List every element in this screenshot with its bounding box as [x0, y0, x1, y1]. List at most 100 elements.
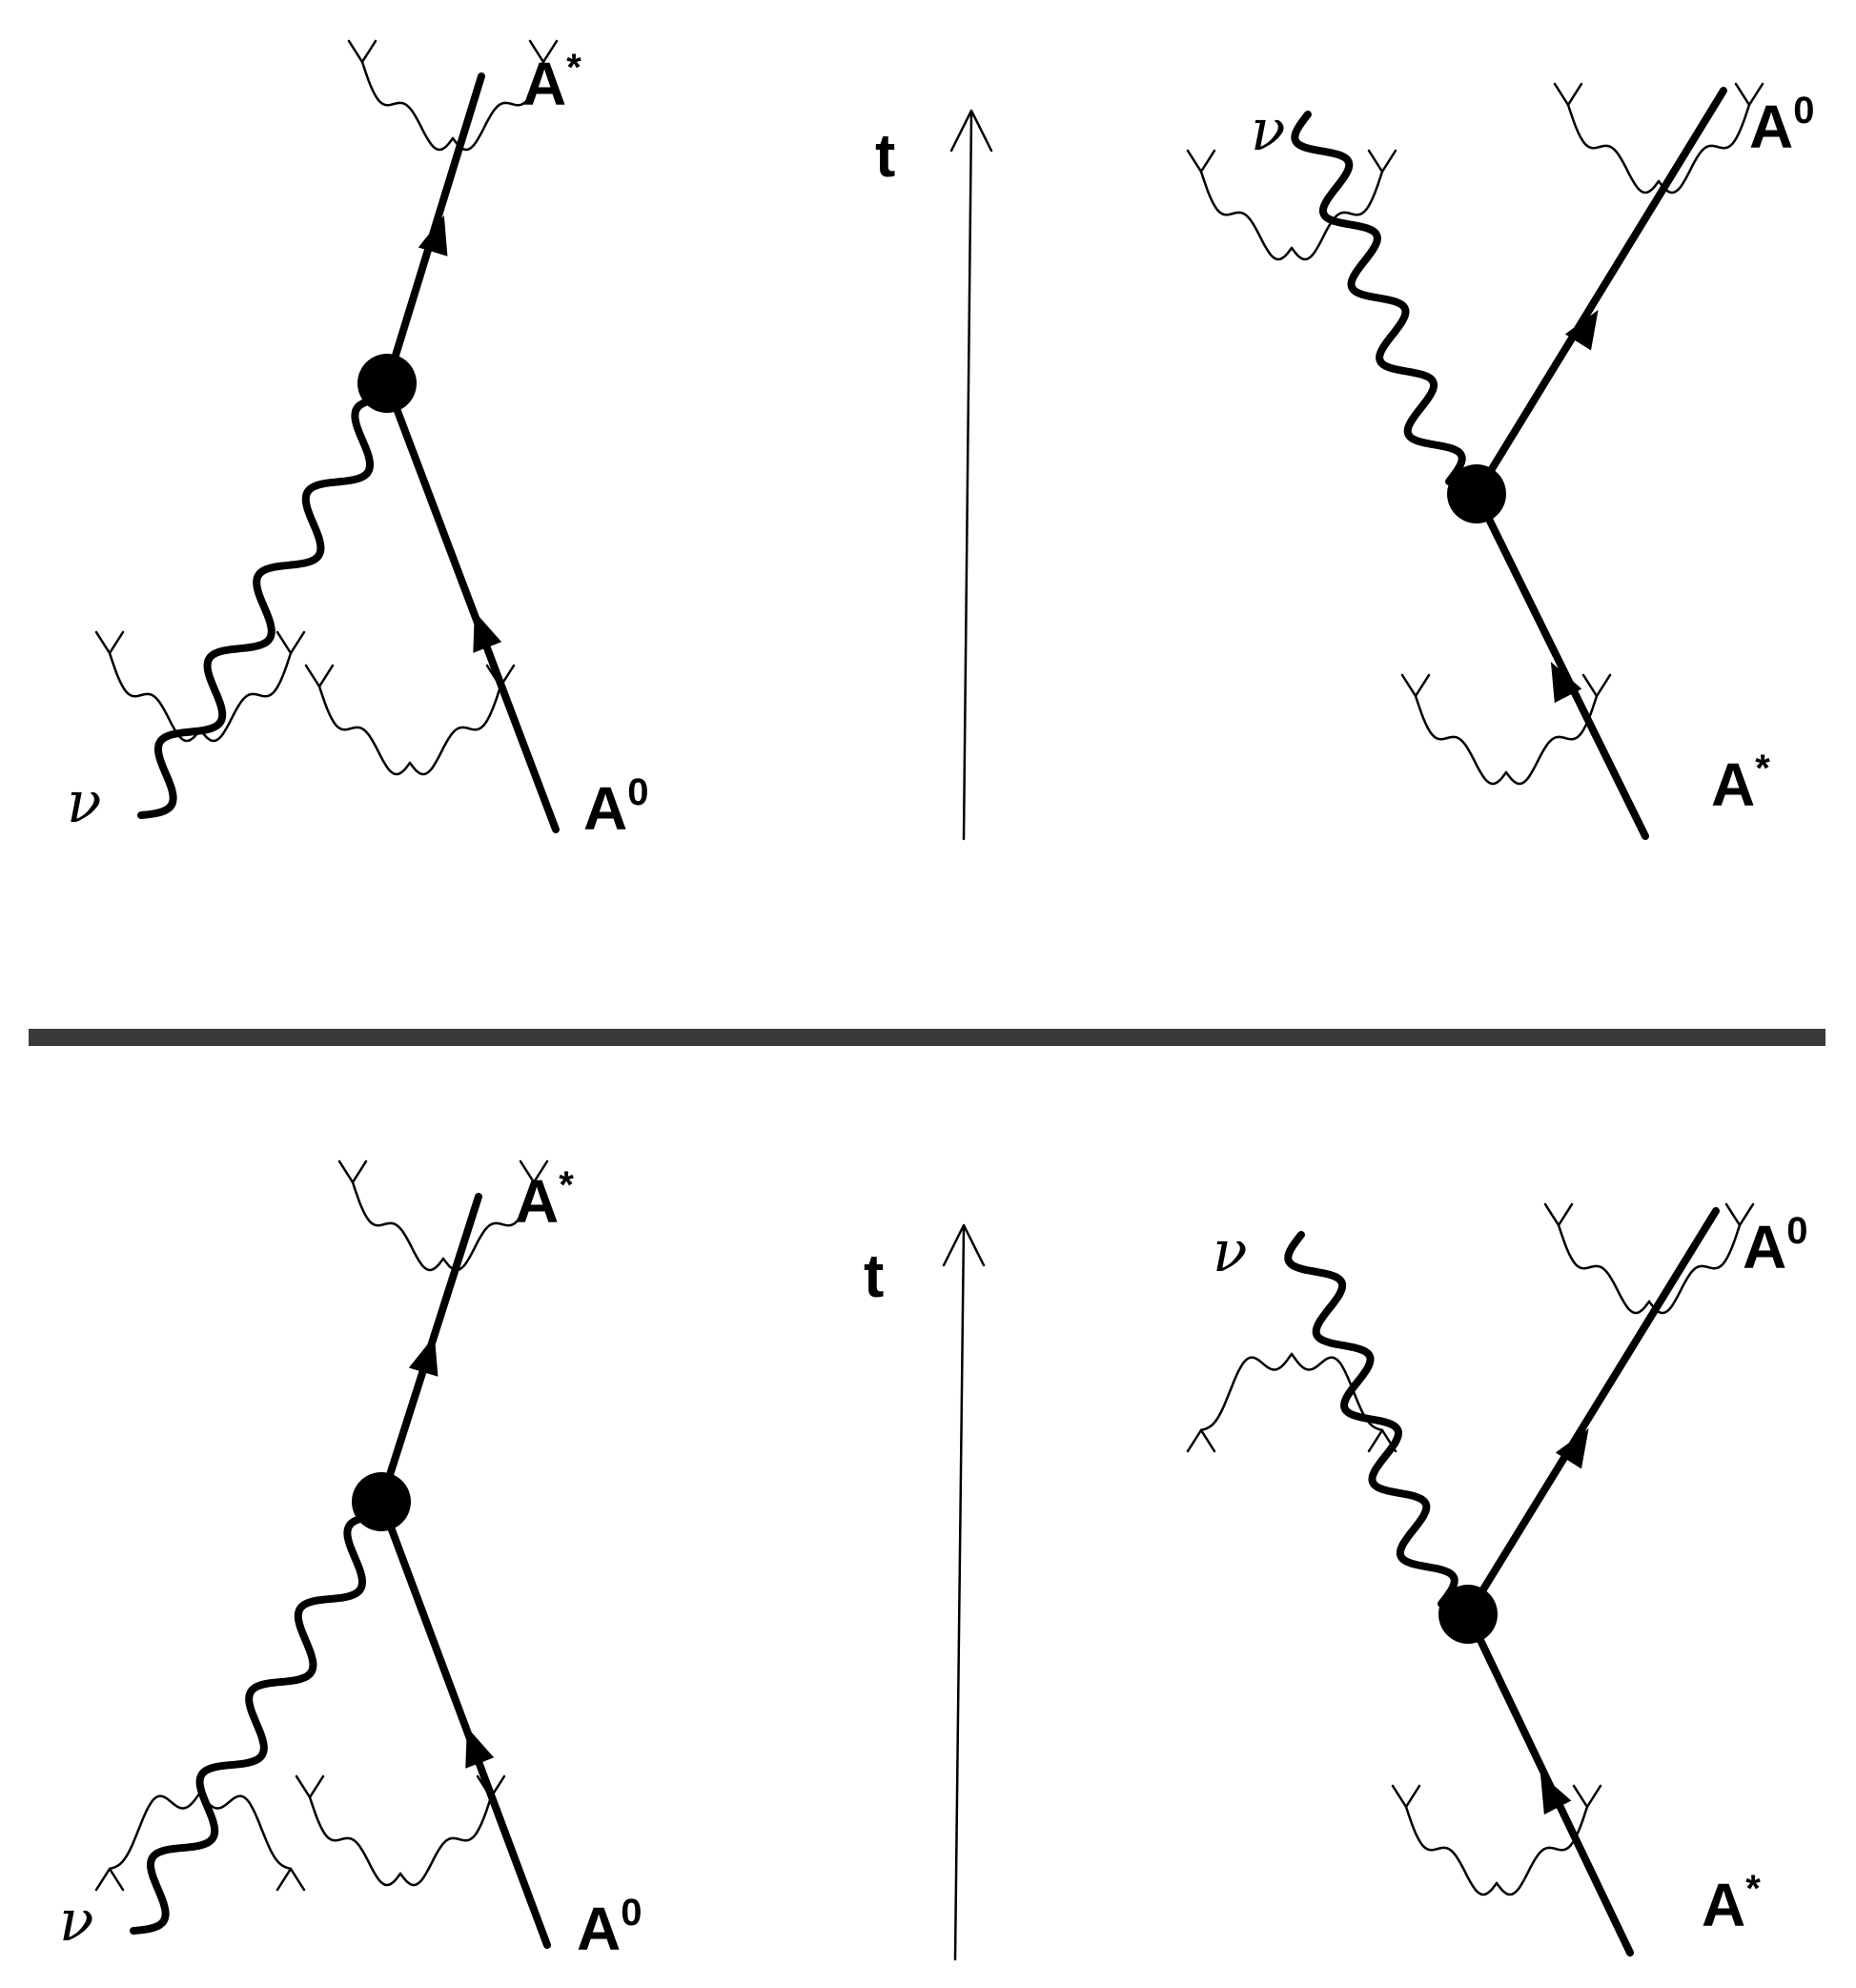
probe-wave-photon: [1186, 1352, 1397, 1453]
probe-arrowhead: [1581, 673, 1612, 698]
probe-arrowhead: [1186, 1428, 1216, 1453]
probe-arrowhead: [476, 1774, 506, 1799]
incoming-atom-line: [383, 379, 560, 833]
probe-wave-outgoing: [337, 1159, 549, 1272]
time-axis-arrowhead: [949, 109, 993, 153]
probe-wave-line: [1290, 170, 1384, 261]
probe-wave-line: [308, 1795, 402, 1887]
probe-wave-line: [1647, 1223, 1742, 1315]
probe-wave-incoming: [295, 1774, 506, 1887]
incoming-atom-label: A0: [583, 771, 648, 843]
probe-wave-line: [360, 60, 455, 152]
probe-wave-line: [1199, 170, 1294, 261]
time-axis-bottom: t: [864, 1223, 986, 1961]
probe-wave-outgoing: [1543, 1202, 1755, 1315]
probe-wave-line: [198, 1791, 293, 1871]
probe-wave-line: [1290, 1352, 1384, 1432]
probe-arrowhead: [1553, 82, 1583, 107]
arrow-marker: [473, 611, 502, 653]
arrow-marker: [408, 1335, 439, 1377]
probe-arrowhead: [1543, 1202, 1574, 1227]
time-axis-label: t: [875, 121, 895, 190]
probe-wave-line: [451, 60, 545, 152]
time-axis-line: [953, 1225, 966, 1961]
probe-wave-photon: [1186, 149, 1397, 261]
time-axis-label: t: [864, 1241, 884, 1310]
arrow-marker: [1550, 662, 1582, 704]
probe-arrowhead: [347, 39, 377, 64]
probe-wave-incoming: [304, 664, 516, 776]
time-axis-arrowhead: [942, 1223, 986, 1267]
probe-wave-line: [1557, 1223, 1651, 1315]
probe-wave-line: [1504, 694, 1599, 786]
probe-wave-photon: [94, 1791, 306, 1892]
probe-wave-line: [1495, 1805, 1589, 1896]
probe-wave-line: [351, 1180, 445, 1272]
probe-wave-line: [1404, 1805, 1499, 1896]
probe-arrowhead: [1186, 149, 1216, 174]
diagram-top-left: ν A0 A*: [67, 39, 648, 843]
probe-wave-line: [1414, 694, 1508, 786]
probe-wave-outgoing: [347, 39, 559, 152]
outgoing-atom-label: A0: [1749, 90, 1814, 161]
probe-arrowhead: [94, 630, 125, 655]
outgoing-atom-label: A*: [522, 47, 581, 118]
arrow-marker: [1564, 310, 1599, 351]
incoming-atom-label: A0: [577, 1892, 642, 1963]
probe-arrowhead: [1391, 1784, 1421, 1809]
diagram-bottom-right: ν A* A0: [1186, 1202, 1807, 1957]
probe-arrowhead: [275, 1867, 306, 1892]
incoming-atom-line: [1473, 490, 1649, 840]
incoming-atom-line: [377, 1498, 551, 1949]
photon-line: [1291, 111, 1466, 485]
photon-label: ν: [67, 769, 101, 836]
probe-arrowhead: [528, 39, 559, 64]
probe-arrowhead: [1734, 82, 1764, 107]
probe-wave-outgoing: [1553, 82, 1764, 195]
photon-line: [1284, 1231, 1458, 1608]
interaction-vertex: [1447, 464, 1506, 523]
probe-wave-incoming: [1400, 673, 1612, 786]
photon-line: [130, 1512, 383, 1935]
probe-wave-line: [408, 685, 502, 776]
outgoing-atom-line: [1464, 1207, 1720, 1618]
photon-label: ν: [1251, 97, 1285, 164]
probe-wave-line: [108, 651, 202, 743]
probe-arrowhead: [1367, 1428, 1397, 1453]
outgoing-atom-line: [1473, 87, 1727, 498]
probe-wave-line: [108, 1791, 202, 1871]
probe-arrowhead: [1400, 673, 1431, 698]
probe-arrowhead: [1367, 149, 1397, 174]
photon-line: [137, 395, 391, 819]
probe-arrowhead: [275, 630, 306, 655]
arrow-marker: [1555, 1428, 1589, 1469]
arrow-marker: [1540, 1773, 1572, 1815]
diagram-bottom-left: ν A0 A*: [59, 1159, 642, 1963]
probe-arrowhead: [94, 1867, 125, 1892]
photon-label: ν: [1213, 1219, 1247, 1285]
probe-wave-line: [317, 685, 412, 776]
probe-arrowhead: [337, 1159, 368, 1184]
probe-wave-line: [1657, 103, 1751, 195]
probe-wave-line: [1199, 1352, 1294, 1432]
probe-arrowhead: [1572, 1784, 1602, 1809]
probe-wave-line: [398, 1795, 493, 1887]
probe-arrowhead: [295, 1774, 325, 1799]
time-axis-top: t: [875, 109, 993, 841]
probe-arrowhead: [519, 1159, 549, 1184]
interaction-vertex: [1438, 1585, 1498, 1644]
incoming-atom-label: A*: [1702, 1868, 1761, 1939]
photon-label: ν: [59, 1888, 93, 1955]
outgoing-atom-label: A0: [1743, 1210, 1807, 1281]
outgoing-atom-label: A*: [515, 1164, 574, 1236]
time-axis-line: [962, 111, 973, 841]
arrow-marker: [418, 215, 448, 256]
diagram-top-right: ν A* A0: [1186, 82, 1814, 840]
incoming-atom-label: A*: [1711, 748, 1770, 819]
probe-arrowhead: [304, 664, 335, 688]
probe-wave-line: [198, 651, 293, 743]
probe-wave-line: [441, 1180, 536, 1272]
probe-wave-photon: [94, 630, 306, 743]
